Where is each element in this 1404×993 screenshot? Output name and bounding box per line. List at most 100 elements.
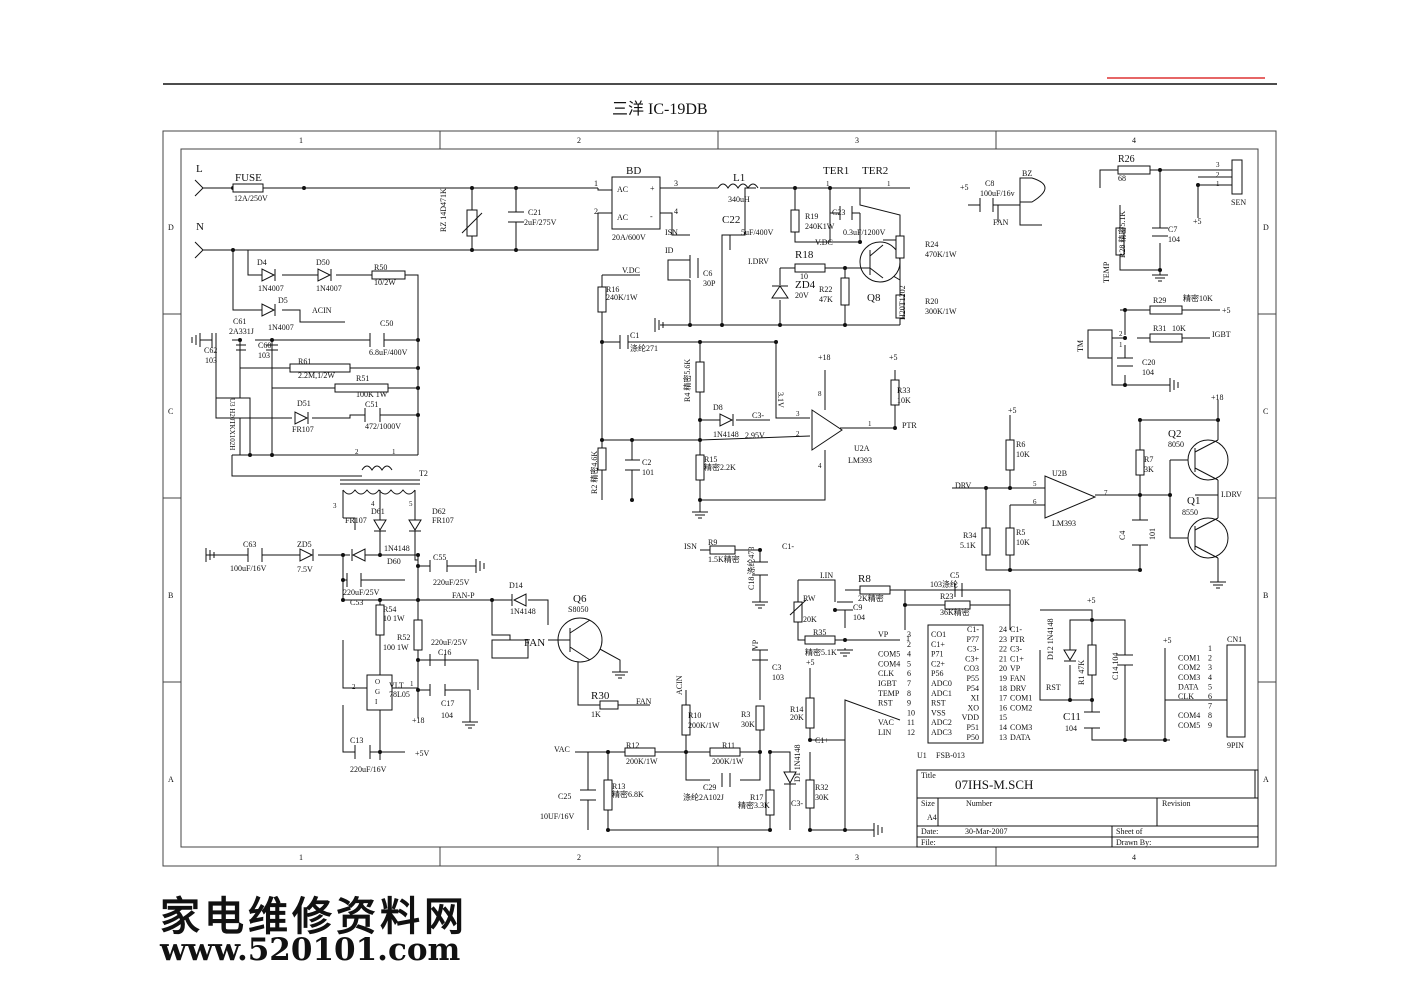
label-zd5v: 7.5V [297, 565, 313, 574]
label-p5v7: +5 [1008, 406, 1017, 415]
label-id: ID [665, 246, 674, 255]
label-p18c: +18 [1211, 393, 1224, 402]
u1-right-name-18: P54 [967, 684, 979, 693]
label-c17: C17 [441, 699, 454, 708]
u1-right-pin-16: 16 [999, 703, 1007, 712]
label-r35v: 精密5.1K [805, 647, 837, 657]
label-c17v: 104 [441, 711, 453, 720]
u1-right-name-24: C1- [967, 625, 979, 634]
svg-text:2: 2 [577, 853, 581, 862]
mcu-u1 [927, 624, 984, 744]
label-c6v: 30P [703, 279, 716, 288]
label-u2a: U2A [854, 444, 870, 453]
u1-left-net-9: RST [878, 699, 893, 708]
svg-text:B: B [1263, 591, 1268, 600]
pin-t2b: 1 [392, 448, 396, 456]
label-d4: D4 [257, 258, 267, 267]
label-r2: R2 精密4.6K [589, 451, 599, 494]
label-v295: 2.95V [745, 431, 765, 440]
label-d51: D51 [297, 399, 311, 408]
u1-left-net-7: IGBT [878, 679, 897, 688]
drawn-label: Drawn By: [1116, 838, 1151, 847]
cn1-net-9: COM5 [1178, 721, 1200, 730]
label-zd5: ZD5 [297, 540, 312, 549]
label-vlt: VLT [389, 681, 404, 690]
u1-right-net-19: FAN [1010, 674, 1026, 683]
u1-right-net-18: DRV [1010, 684, 1026, 693]
label-c11v: 104 [1065, 724, 1077, 733]
label-r29: R29 [1153, 296, 1166, 305]
label-c22v: 5uF/400V [741, 228, 774, 237]
label-r3: R3 [741, 710, 750, 719]
u1-right-pin-14: 14 [999, 723, 1007, 732]
label-c16: C16 [438, 648, 451, 657]
u1-right-net-23: PTR [1010, 635, 1025, 644]
u1-right-name-16: XO [967, 703, 979, 712]
label-c55v: 220uF/25V [433, 578, 470, 587]
u1-left-pin-4: 4 [907, 650, 911, 659]
label-r17v: 精密3.3K [738, 800, 770, 810]
label-ac2: AC [617, 213, 628, 222]
svg-text:1: 1 [299, 853, 303, 862]
date-value: 30-Mar-2007 [965, 827, 1008, 836]
label-r15v: 精密2.2K [704, 462, 736, 472]
svg-text:C: C [1263, 407, 1268, 416]
label-p5v2: +5 [1193, 217, 1202, 226]
u1-left-name-4: P71 [931, 650, 943, 659]
u1-right-net-13: DATA [1010, 733, 1031, 742]
label-c3v: 103 [772, 673, 784, 682]
label-c8: C8 [985, 179, 994, 188]
label-d14: D14 [509, 581, 523, 590]
u1-left-name-2: C1+ [931, 640, 945, 649]
label-c7v: 104 [1168, 235, 1180, 244]
cn1-pin-9: 9 [1208, 721, 1212, 730]
u1-left-net-8: TEMP [878, 689, 900, 698]
label-r15: R15 [704, 455, 717, 464]
label-r61v: 2.2M,1/2W [298, 371, 335, 380]
label-r29v: 精密10K [1183, 293, 1213, 303]
label-r32v: 30K [815, 793, 829, 802]
bridge-rectifier-box [611, 176, 661, 230]
label-r5v: 10K [1016, 538, 1030, 547]
label-c23: C23 [832, 208, 845, 217]
connector-cn1 [1226, 644, 1246, 738]
label-d50v: 1N4007 [316, 284, 342, 293]
label-c53: C53 [350, 598, 363, 607]
label-ptr1: PTR [902, 421, 917, 430]
label-p5v1: +5 [960, 183, 969, 192]
u1-left-name-3: CO1 [931, 630, 946, 639]
label-zd4v: 20V [795, 291, 809, 300]
label-r4: R4 精密5.6K [682, 359, 692, 402]
u1-left-name-7: ADC0 [931, 679, 952, 688]
label-r32: R32 [815, 783, 828, 792]
label-temp1: TEMP [1102, 261, 1111, 283]
transformer-secondary [342, 489, 416, 495]
label-c20: C20 [1142, 358, 1155, 367]
label-c1m: C1- [782, 542, 794, 551]
label-c55: C55 [433, 553, 446, 562]
label-c60: C60 [258, 341, 271, 350]
label-acin1: ACIN [312, 306, 332, 315]
label-r7: R7 [1144, 455, 1153, 464]
u1-right-name-13: P50 [967, 733, 979, 742]
label-c8v: 100uF/16v [980, 189, 1015, 198]
tm-sensor [1087, 329, 1113, 359]
label-c25v: 10UF/16V [540, 812, 574, 821]
label-c3m2: C3- [791, 799, 803, 808]
cn1-net-4: COM3 [1178, 673, 1200, 682]
label-r10v: 200K/1W [688, 721, 720, 730]
label-u1: U1 [917, 751, 927, 760]
label-c53v: 220uF/25V [343, 588, 380, 597]
label-r16v: 240K/1W [606, 293, 638, 302]
label-minus: - [650, 212, 653, 221]
label-c51: C51 [365, 400, 378, 409]
u1-left-name-6: P56 [931, 669, 943, 678]
label-r10: R10 [688, 711, 701, 720]
u1-pin-1: 1 [906, 634, 910, 643]
u1-right-net-21: C1+ [1010, 654, 1024, 663]
label-r12: R12 [626, 741, 639, 750]
label-l1: L1 [733, 172, 745, 184]
watermark-url: www.520101.com [160, 932, 461, 968]
cn1-net-8: COM4 [1178, 711, 1200, 720]
